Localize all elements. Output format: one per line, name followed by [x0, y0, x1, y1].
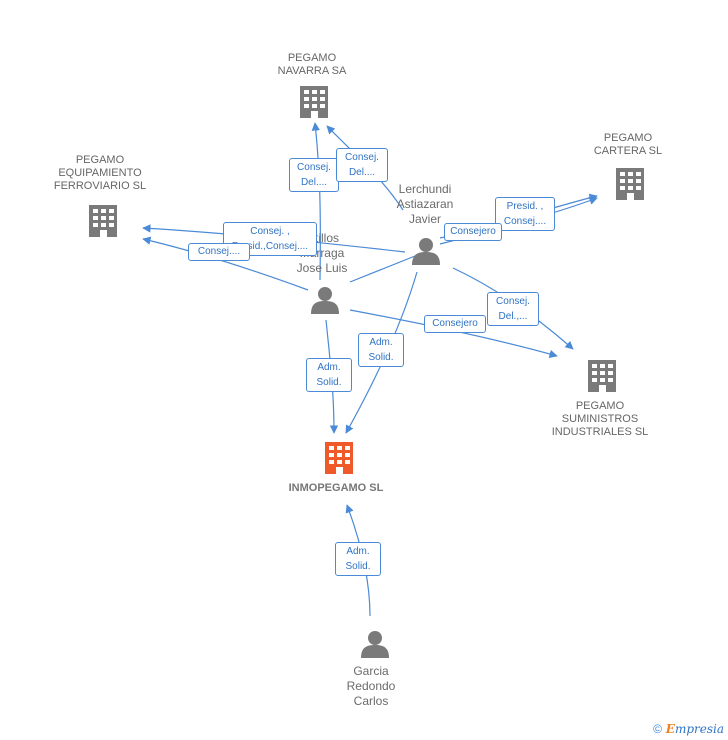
- node-label-ferroviario[interactable]: PEGAMO EQUIPAMIENTO FERROVIARIO SL: [53, 154, 147, 192]
- node-label-inmopegamo[interactable]: INMOPEGAMO SL: [288, 482, 384, 494]
- edge-label-castillos-suministros: Consejero: [424, 315, 486, 333]
- building-icon-suministros: [588, 360, 616, 392]
- building-icon-inmopegamo: [325, 442, 353, 474]
- edge-label-lerchundi-navarra: Consej. Del....: [336, 148, 388, 182]
- edge-label-lerchundi-suministros: Consej. Del.,...: [487, 292, 539, 326]
- brand-initial: E: [665, 722, 675, 736]
- building-icon-navarra: [300, 86, 328, 118]
- node-label-garcia[interactable]: Garcia Redondo Carlos: [346, 664, 396, 708]
- empresia-logo[interactable]: © Empresia: [653, 722, 724, 736]
- copyright-icon: ©: [653, 722, 662, 736]
- node-label-lerchundi[interactable]: Lerchundi Astiazaran Javier: [396, 182, 454, 226]
- edge-label-garcia-inmopegamo: Adm. Solid.: [335, 542, 381, 576]
- edge-castillos-navarra: [311, 122, 321, 281]
- edge-label-lerchundi-cartera: Presid. , Consej....: [495, 197, 555, 231]
- building-icon-cartera: [616, 168, 644, 200]
- edge-label-castillos-navarra: Consej. Del....: [289, 158, 339, 192]
- edge-label-castillos-ferroviario: Consej....: [188, 243, 250, 261]
- node-label-cartera[interactable]: PEGAMO CARTERA SL: [593, 132, 663, 157]
- person-icon-lerchundi: [412, 238, 440, 265]
- edge-label-lerchundi-cartera-consejero: Consejero: [444, 223, 502, 241]
- edge-label-castillos-inmopegamo: Adm. Solid.: [306, 358, 352, 392]
- node-label-navarra[interactable]: PEGAMO NAVARRA SA: [277, 52, 347, 77]
- node-label-suministros[interactable]: PEGAMO SUMINISTROS INDUSTRIALES SL: [551, 400, 649, 438]
- edge-label-lerchundi-inmopegamo: Adm. Solid.: [358, 333, 404, 367]
- edge-label-lerchundi-ferroviario: Consej. , Presid.,Consej....: [223, 222, 317, 256]
- person-icon-castillos: [311, 287, 339, 314]
- building-icon-ferroviario: [89, 205, 117, 237]
- brand-name: mpresia: [674, 722, 724, 736]
- edge-castillos-lerchundi: [349, 255, 416, 283]
- person-icon-garcia: [361, 631, 389, 658]
